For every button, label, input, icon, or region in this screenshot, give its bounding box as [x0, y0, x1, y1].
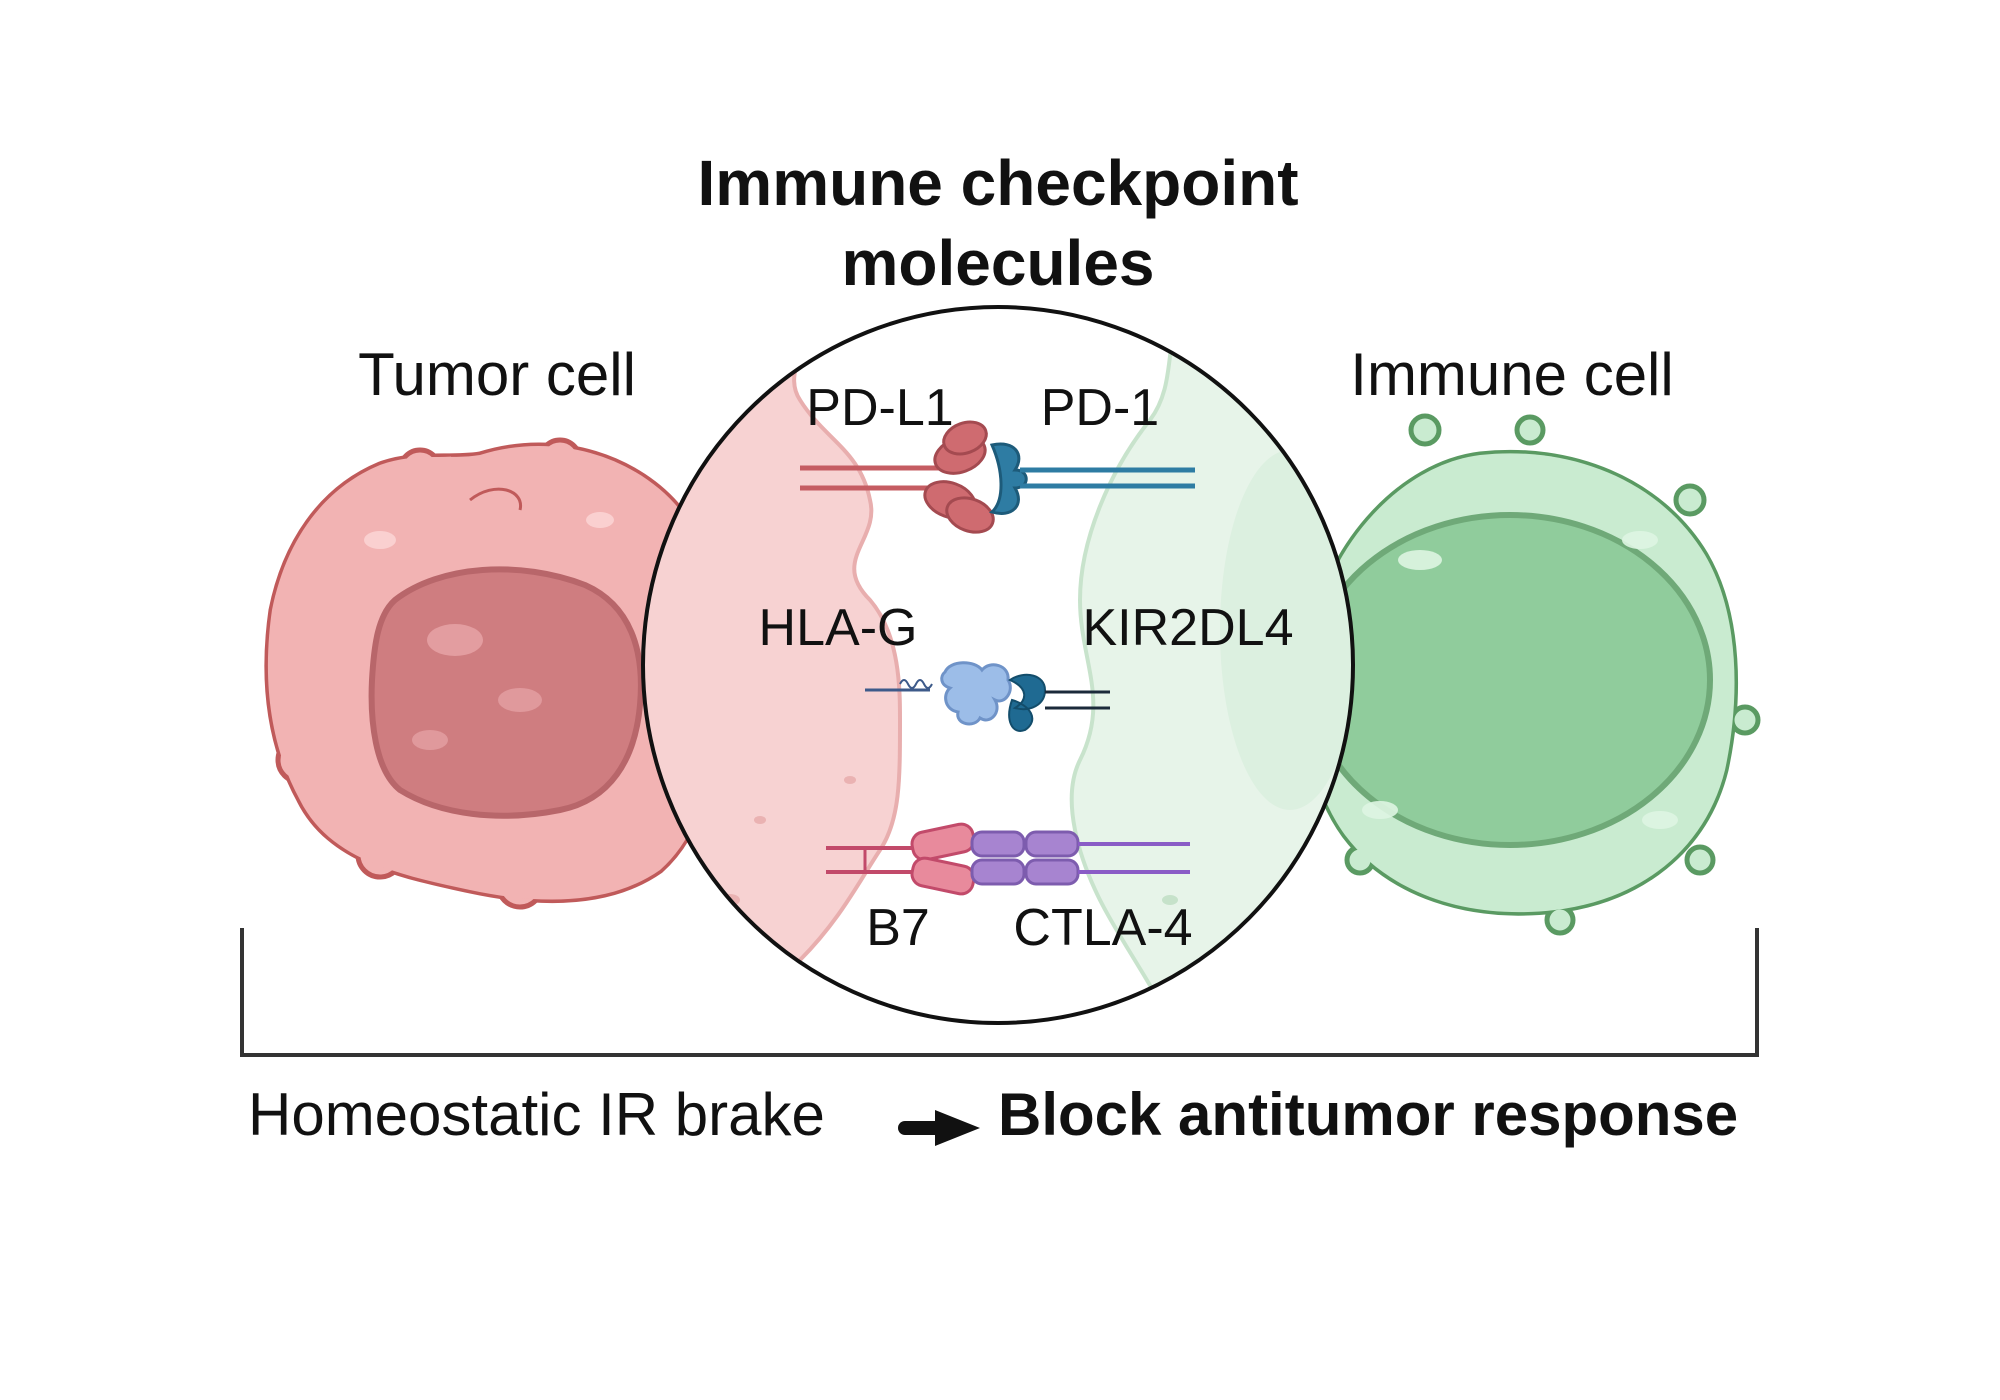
tumor-cell-label: Tumor cell: [358, 341, 636, 408]
kir2dl4-label: KIR2DL4: [1083, 599, 1294, 657]
b7-label: B7: [866, 899, 930, 957]
immune-nucleus: [1307, 512, 1713, 848]
pd1-receptor: [989, 442, 1028, 515]
arrow-icon: [898, 1110, 980, 1146]
homeostatic-brake-text: Homeostatic IR brake: [248, 1081, 825, 1148]
block-antitumor-text: Block antitumor response: [998, 1081, 1738, 1148]
diagram-title-line2: molecules: [841, 227, 1154, 299]
pdl1-pd1-pair: [800, 420, 1195, 534]
hlag-molecule: [940, 661, 1012, 726]
b7-ctla4-pair: [826, 822, 1190, 896]
tumor-cell: [264, 437, 721, 910]
pd1-label: PD-1: [1041, 379, 1159, 437]
immune-cell: [1303, 413, 1761, 936]
diagram-title-line1: Immune checkpoint: [698, 147, 1299, 219]
hlag-kir2dl4-pair: [865, 661, 1110, 732]
pdl1-label: PD-L1: [806, 379, 953, 437]
hlag-label: HLA-G: [759, 599, 918, 657]
bottom-bracket: [240, 928, 1759, 1057]
ctla4-label: CTLA-4: [1013, 899, 1192, 957]
immune-cell-label: Immune cell: [1350, 341, 1673, 408]
ctla4-domain-1: [970, 830, 1026, 858]
kir2dl4-receptor: [1007, 673, 1047, 732]
